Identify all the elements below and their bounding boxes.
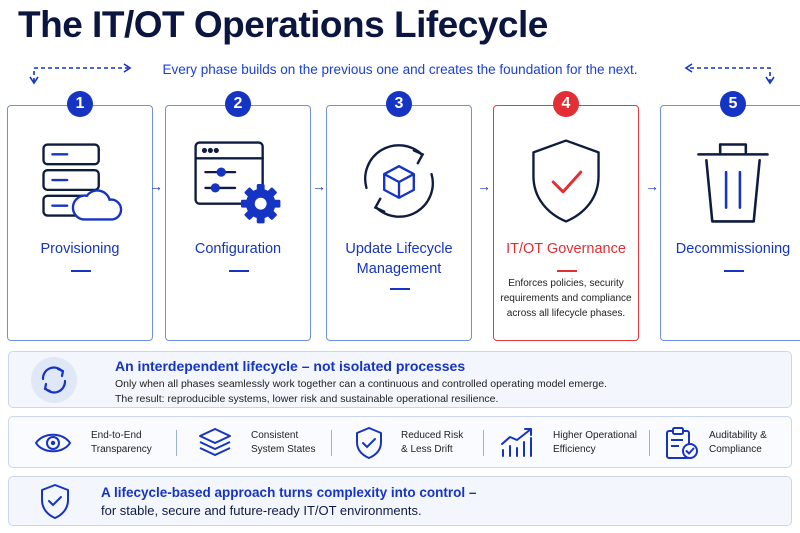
interdependence-line: Only when all phases seamlessly work tog… xyxy=(115,378,608,390)
phase-card-update-lifecycle-management: Update Lifecycle Management xyxy=(326,105,472,341)
chevron-right-icon: → xyxy=(477,178,491,194)
chevron-right-icon: → xyxy=(645,178,659,194)
benefit-text: End-to-End Transparency xyxy=(91,429,152,457)
benefit-line: Compliance xyxy=(709,444,762,455)
benefits-panel: End-to-End Transparency Consistent Syste… xyxy=(8,416,792,468)
label-underline xyxy=(229,270,249,272)
subtitle: Every phase builds on the previous one a… xyxy=(162,62,638,77)
cycle-cube-icon xyxy=(364,144,434,218)
benefit-line: Consistent xyxy=(251,430,299,441)
shield-check-icon xyxy=(41,484,69,519)
benefit-line: & Less Drift xyxy=(401,444,453,455)
growth-chart-icon xyxy=(501,428,532,457)
phase-number-badge: 3 xyxy=(386,91,412,117)
server-cloud-icon xyxy=(42,143,123,221)
divider xyxy=(331,430,332,456)
benefit-text: Auditability & Compliance xyxy=(709,429,767,457)
benefit-transparency: End-to-End Transparency xyxy=(33,417,173,469)
benefit-auditability: Auditability & Compliance xyxy=(661,417,789,469)
benefit-line: End-to-End xyxy=(91,430,142,441)
trash-icon xyxy=(697,143,769,223)
benefit-line: Efficiency xyxy=(553,444,596,455)
divider xyxy=(483,430,484,456)
eye-icon xyxy=(34,433,72,453)
phase-label: Update Lifecycle Management xyxy=(345,241,453,277)
phase-label: Configuration xyxy=(194,241,282,257)
phase-card-provisioning: Provisioning xyxy=(7,105,153,341)
phase-number-badge: 2 xyxy=(225,91,251,117)
phase-card-it-ot-governance: IT/OT Governance Enforces policies, secu… xyxy=(493,105,639,341)
label-underline xyxy=(557,270,577,272)
benefit-line: Higher Operational xyxy=(553,430,637,441)
divider xyxy=(649,430,650,456)
flow-arrow-left-icon xyxy=(29,63,132,85)
benefit-line: Transparency xyxy=(91,444,152,455)
benefit-reduced-risk: Reduced Risk & Less Drift xyxy=(349,417,479,469)
divider xyxy=(176,430,177,456)
conclusion-text: for stable, secure and future-ready IT/O… xyxy=(101,503,422,518)
label-underline xyxy=(724,270,744,272)
cycle-arrows-icon xyxy=(31,357,77,403)
benefit-text: Consistent System States xyxy=(251,429,315,457)
benefit-line: Auditability & xyxy=(709,430,767,441)
clipboard-check-icon xyxy=(666,427,698,459)
interdependence-heading: An interdependent lifecycle – not isolat… xyxy=(115,358,466,374)
flow-arrow-right-icon xyxy=(684,63,775,85)
phase-card-configuration: Configuration xyxy=(165,105,311,341)
conclusion-heading: A lifecycle-based approach turns complex… xyxy=(101,485,477,500)
phase-label: IT/OT Governance xyxy=(506,241,626,257)
layers-icon xyxy=(199,428,231,456)
phase-description: Enforces policies, security requirements… xyxy=(500,278,632,319)
phase-label: Provisioning xyxy=(40,241,120,257)
window-settings-gear-icon xyxy=(194,141,281,224)
phase-card-decommissioning: Decommissioning xyxy=(660,105,800,341)
phase-number-badge: 5 xyxy=(720,91,746,117)
phase-number-badge: 4 xyxy=(553,91,579,117)
benefit-line: Reduced Risk xyxy=(401,430,464,441)
interdependence-panel: An interdependent lifecycle – not isolat… xyxy=(8,351,792,408)
chevron-right-icon: → xyxy=(149,178,163,194)
benefit-line: System States xyxy=(251,444,316,455)
benefit-text: Higher Operational Efficiency xyxy=(553,429,637,457)
label-underline xyxy=(71,270,91,272)
page-title: The IT/OT Operations Lifecycle xyxy=(18,4,548,45)
shield-check-icon xyxy=(356,427,382,459)
benefit-consistent-states: Consistent System States xyxy=(195,417,325,469)
label-underline xyxy=(390,288,410,290)
benefit-efficiency: Higher Operational Efficiency xyxy=(497,417,647,469)
benefit-text: Reduced Risk & Less Drift xyxy=(401,429,463,457)
phase-label: Decommissioning xyxy=(675,241,791,257)
interdependence-text: Only when all phases seamlessly work tog… xyxy=(115,377,607,407)
chevron-right-icon: → xyxy=(312,178,326,194)
shield-check-icon xyxy=(532,139,600,223)
conclusion-panel: A lifecycle-based approach turns complex… xyxy=(8,476,792,526)
interdependence-line: The result: reproducible systems, lower … xyxy=(115,393,499,405)
phase-number-badge: 1 xyxy=(67,91,93,117)
